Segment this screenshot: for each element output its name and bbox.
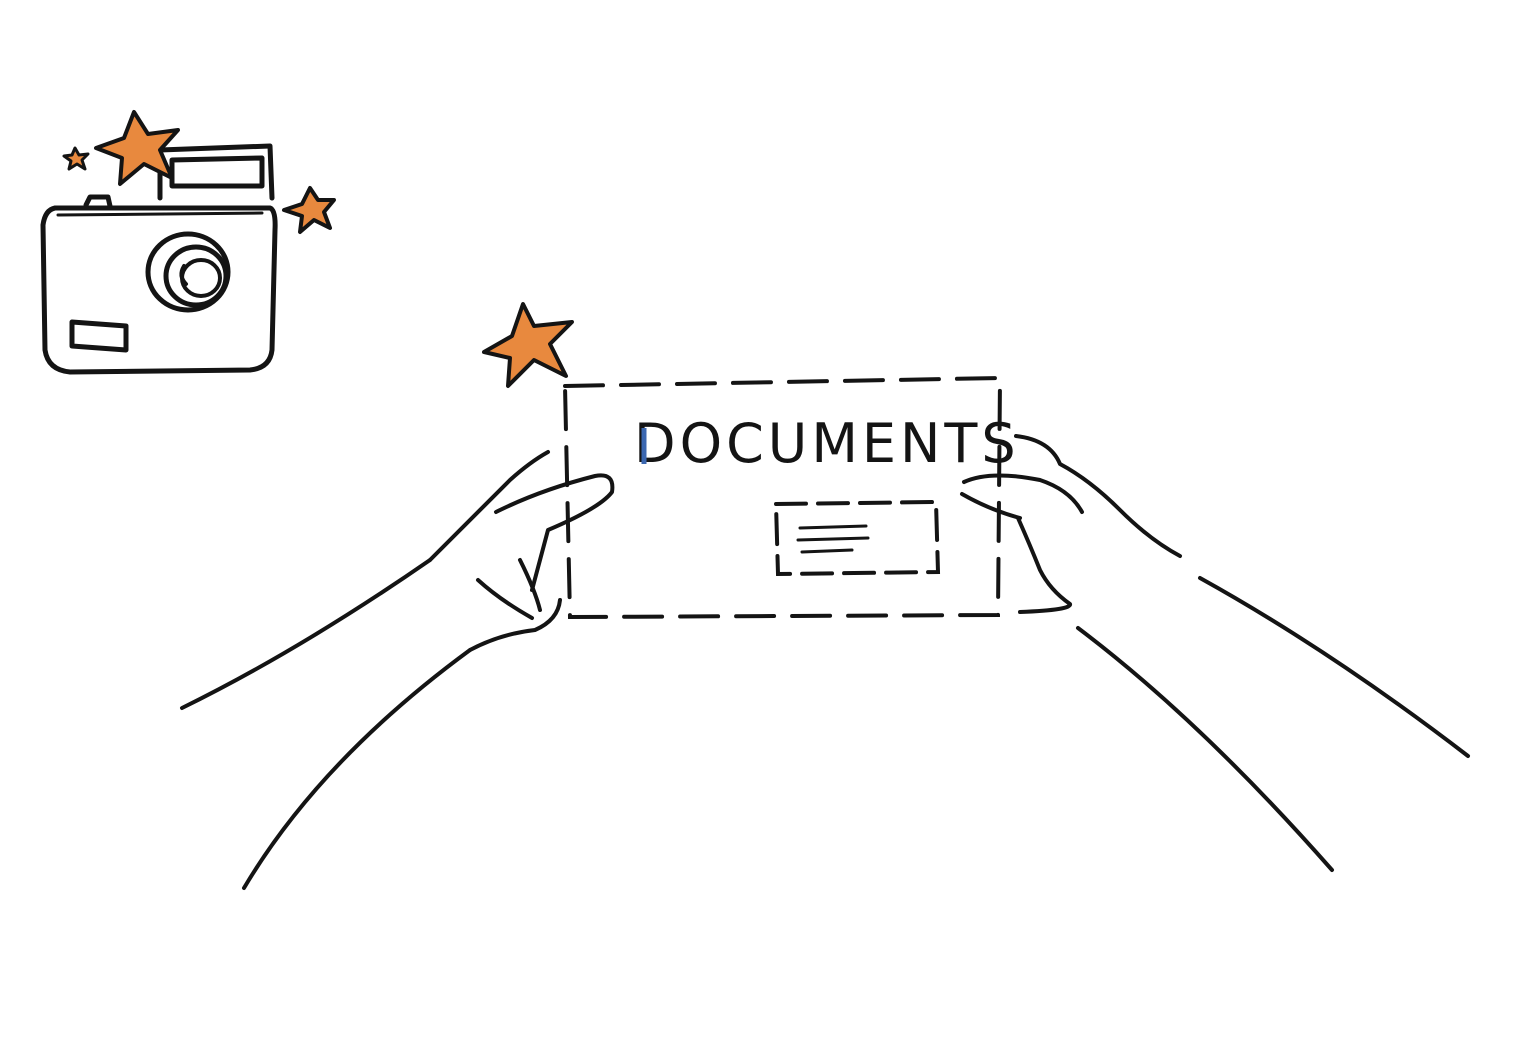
document-card [562, 375, 1003, 620]
star-icon [482, 302, 574, 388]
right-hand [960, 434, 1470, 872]
left-hand [180, 450, 615, 890]
star-icon [94, 110, 180, 186]
star-icon [62, 146, 90, 171]
star-icon [282, 186, 336, 234]
camera-icon [40, 143, 278, 375]
document-title: DOCUMENTS [634, 412, 1020, 475]
